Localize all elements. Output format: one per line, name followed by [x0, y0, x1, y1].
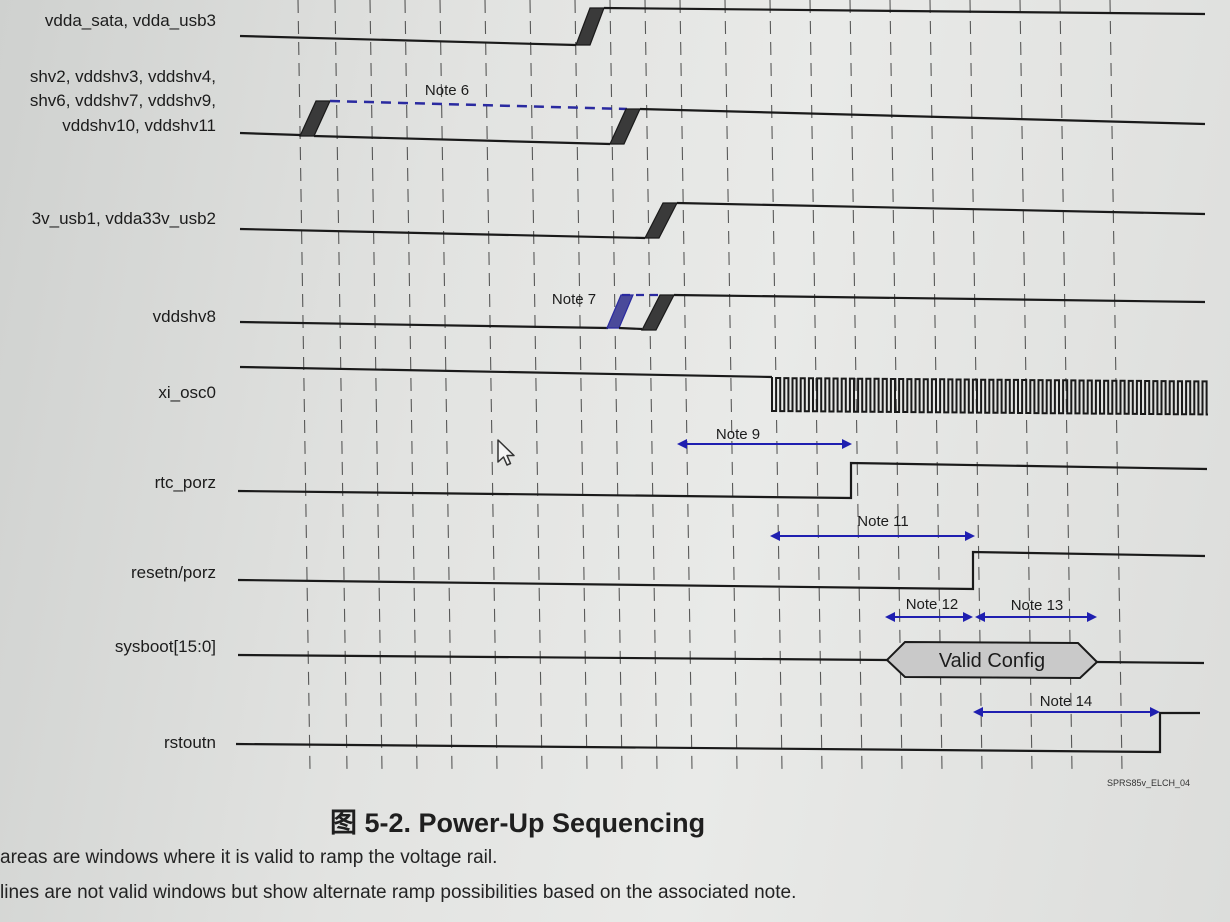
- wave-vdda-sata-high: [603, 6, 1206, 16]
- grid-line-5: [484, 0, 498, 771]
- wave-rstoutn: [235, 711, 1200, 754]
- grid-line-1: [334, 0, 348, 771]
- figure-code: SPRS85v_ELCH_04: [1107, 778, 1190, 788]
- label-note-13: Note 13: [1011, 597, 1064, 614]
- ramp-vddshv8-alt: [606, 294, 634, 329]
- grid-line-7: [574, 0, 588, 771]
- ramp-vdda33v: [644, 202, 678, 239]
- signal-label-vddshv-line-1: shv2, vddshv3, vddshv4,: [30, 67, 216, 86]
- grid-line-10: [679, 0, 693, 771]
- waveforms: Valid Config: [235, 6, 1208, 754]
- signal-label-vdda-sata-line-1: vdda_sata, vdda_usb3: [45, 11, 216, 30]
- arrow-note-9-head-right: [842, 439, 852, 449]
- ramp-vddshv: [609, 108, 641, 145]
- signal-label-vdda33v: 3v_usb1, vdda33v_usb2: [32, 209, 216, 228]
- grid-line-9: [644, 0, 658, 771]
- wave-xi-osc0-flat: [239, 365, 773, 379]
- caption-line-2: lines are not valid windows but show alt…: [0, 882, 797, 903]
- grid-line-14: [849, 0, 863, 771]
- wave-vddshv-low-b: [313, 134, 611, 146]
- note-labels: Note 6 Note 7 Note 9 Note 11 Note 12 Note 13 N…: [425, 82, 1092, 710]
- arrow-note-14-head-right: [1150, 707, 1160, 717]
- signal-label-rtc-porz-line-1: rtc_porz: [155, 473, 216, 492]
- arrow-note-9-head-left: [677, 439, 687, 449]
- wave-vddshv8-low-a: [239, 320, 609, 330]
- arrow-note-12: [885, 612, 973, 622]
- label-note-12: Note 12: [906, 596, 959, 613]
- grid-line-2: [369, 0, 383, 771]
- figure-title: 图 5-2. Power-Up Sequencing: [330, 808, 706, 838]
- label-note-14: Note 14: [1040, 693, 1093, 710]
- arrow-note-12-head-left: [885, 612, 895, 622]
- wave-vdda33v-high: [676, 201, 1206, 216]
- signal-label-rstoutn: rstoutn: [164, 733, 216, 752]
- grid-line-11: [724, 0, 738, 771]
- wave-vdda33v-low: [239, 227, 646, 240]
- arrow-note-11-head-left: [770, 531, 780, 541]
- arrow-note-14-head-left: [973, 707, 983, 717]
- wave-vdda-sata-low: [239, 34, 577, 47]
- power-up-timing-diagram: Valid Config vdda_sata, vdda_usb3 shv2, v…: [30, 0, 1208, 788]
- wave-vddshv-low-a: [239, 131, 301, 137]
- arrow-note-13-head-left: [975, 612, 985, 622]
- label-note-11: Note 11: [857, 513, 908, 530]
- label-note-6: Note 6: [425, 82, 469, 99]
- arrow-note-11-head-right: [965, 531, 975, 541]
- arrow-note-9: [677, 439, 852, 449]
- signal-label-resetn: resetn/porz: [131, 563, 216, 582]
- arrow-note-13-head-right: [1087, 612, 1097, 622]
- wave-xi-osc0-clock: [771, 377, 1208, 416]
- arrow-note-12-head-right: [963, 612, 973, 622]
- grid-line-6: [529, 0, 543, 771]
- grid-line-4: [439, 0, 453, 771]
- grid-line-13: [809, 0, 823, 771]
- sysboot-valid-config-label: Valid Config: [939, 650, 1045, 672]
- grid-line-8: [609, 0, 623, 771]
- signal-label-vdda33v-line-1: 3v_usb1, vdda33v_usb2: [32, 209, 216, 228]
- signal-label-vddshv8: vddshv8: [153, 307, 216, 326]
- signal-label-vddshv-line-3: vddshv10, vddshv11: [62, 116, 216, 135]
- signal-label-sysboot-line-1: sysboot[15:0]: [115, 637, 216, 656]
- arrow-note-11: [770, 531, 975, 541]
- wave-sysboot-right: [1096, 660, 1205, 665]
- mouse-pointer-icon: [497, 439, 515, 466]
- wave-vddshv8-low-b: [618, 326, 643, 331]
- signal-labels: vdda_sata, vdda_usb3 shv2, vddshv3, vddsh…: [30, 11, 216, 752]
- arrow-note-13: [975, 612, 1097, 622]
- signal-label-vddshv8-line-1: vddshv8: [153, 307, 216, 326]
- wave-vddshv8-high: [673, 293, 1206, 304]
- ramp-vdda-sata: [575, 7, 605, 46]
- signal-label-vddshv-line-2: shv6, vddshv7, vddshv9,: [30, 91, 216, 110]
- signal-label-rtc-porz: rtc_porz: [155, 473, 216, 492]
- ramp-vddshv-early: [299, 100, 331, 137]
- caption-line-1: areas are windows where it is valid to r…: [0, 847, 498, 868]
- wave-resetn-porz: [237, 550, 1206, 591]
- signal-label-rstoutn-line-1: rstoutn: [164, 733, 216, 752]
- signal-label-vdda-sata: vdda_sata, vdda_usb3: [45, 11, 216, 30]
- grid-line-0: [297, 0, 311, 771]
- wave-vddshv-alt-dashed: [329, 99, 628, 111]
- wave-rtc-porz: [237, 461, 1208, 500]
- label-note-7: Note 7: [552, 291, 596, 308]
- signal-label-sysboot: sysboot[15:0]: [115, 637, 216, 656]
- note-arrows: [677, 439, 1160, 717]
- arrow-note-14: [973, 707, 1160, 717]
- signal-label-xi-osc0: xi_osc0: [158, 383, 216, 402]
- wave-sysboot-left: [237, 653, 888, 662]
- signal-label-resetn-line-1: resetn/porz: [131, 563, 216, 582]
- wave-vddshv-high: [639, 107, 1206, 126]
- signal-label-xi-osc0-line-1: xi_osc0: [158, 383, 216, 402]
- ramp-vddshv8: [641, 294, 675, 331]
- signal-label-vddshv: shv2, vddshv3, vddshv4, shv6, vddshv7, vd…: [30, 67, 216, 135]
- grid-line-19: [1059, 0, 1073, 771]
- grid-line-3: [404, 0, 418, 771]
- label-note-9: Note 9: [716, 426, 760, 443]
